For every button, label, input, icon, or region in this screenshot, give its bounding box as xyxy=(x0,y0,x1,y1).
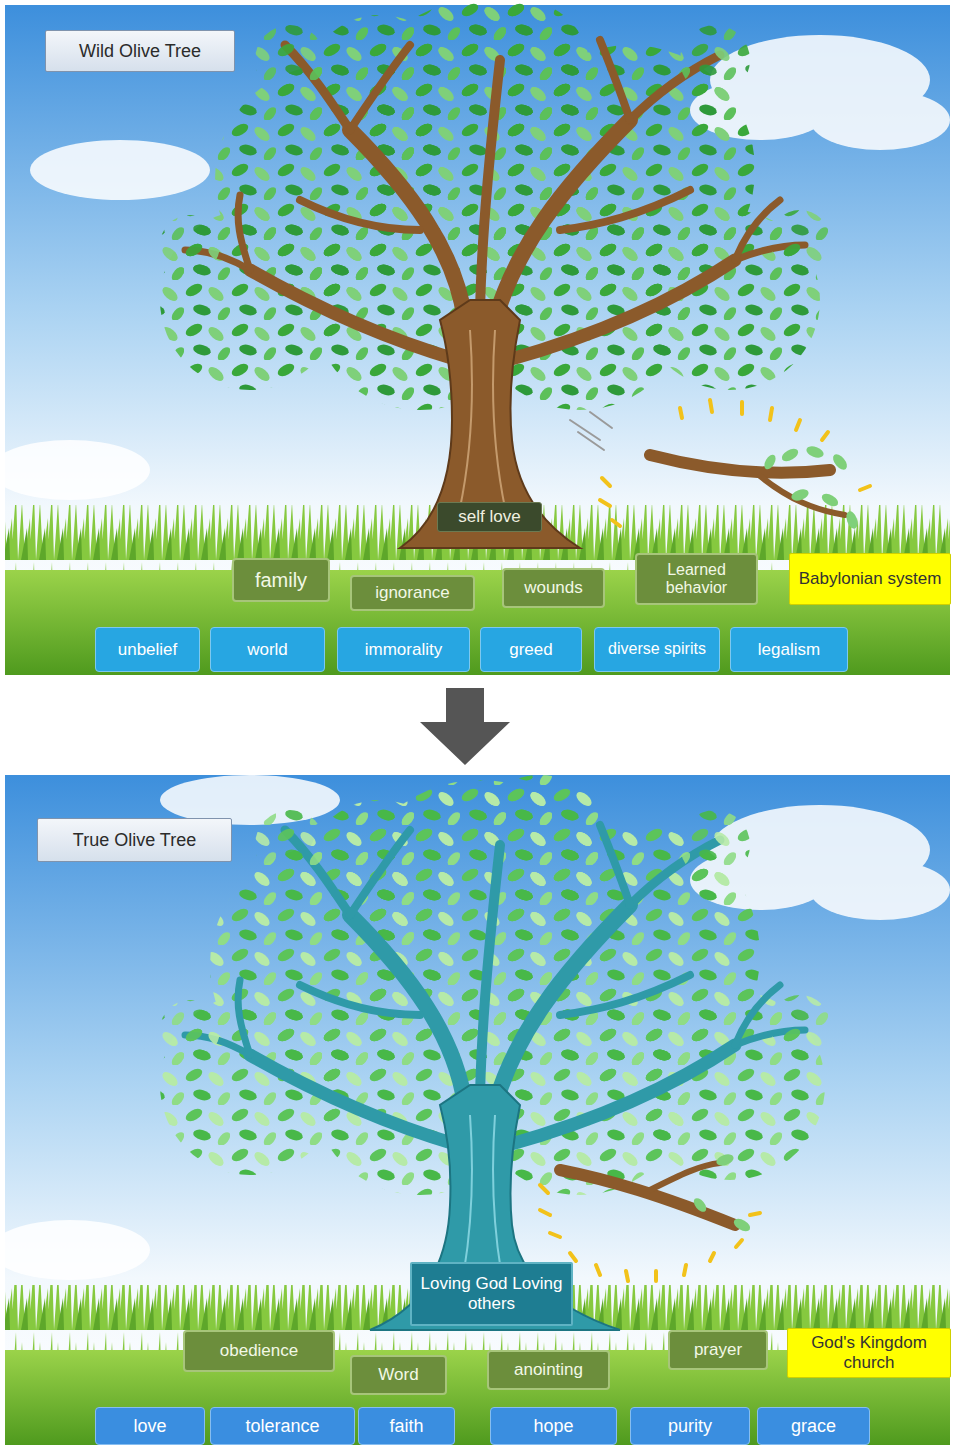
sky xyxy=(5,775,950,1445)
soil-box: diverse spirits xyxy=(594,627,720,672)
soil-box: hope xyxy=(490,1407,617,1445)
top-panel xyxy=(0,0,950,675)
trunk-box: Loving God Loving others xyxy=(410,1262,573,1326)
title-box: True Olive Tree xyxy=(37,818,232,862)
node-label: diverse spirits xyxy=(608,640,706,658)
node-label: hope xyxy=(533,1416,573,1437)
soil-box: tolerance xyxy=(210,1407,355,1445)
node-label: True Olive Tree xyxy=(73,830,196,851)
node-label: God's Kingdom church xyxy=(794,1333,944,1372)
node-label: ignorance xyxy=(375,583,450,603)
root-box: self love xyxy=(437,502,542,532)
node-label: Learned behavior xyxy=(643,561,750,598)
node-label: Wild Olive Tree xyxy=(79,41,201,62)
down-arrow xyxy=(420,688,510,765)
soil-box: legalism xyxy=(730,627,848,672)
node-label: purity xyxy=(668,1416,712,1437)
node-label: faith xyxy=(389,1416,423,1437)
root-box: family xyxy=(232,558,330,602)
node-label: Loving God Loving others xyxy=(418,1274,565,1313)
root-box: anointing xyxy=(487,1350,610,1390)
root-box: wounds xyxy=(502,568,605,608)
bottom-panel xyxy=(0,775,950,1445)
node-label: Word xyxy=(378,1365,418,1385)
node-label: obedience xyxy=(220,1341,298,1361)
root-box: prayer xyxy=(668,1330,768,1370)
node-label: Babylonian system xyxy=(799,569,942,589)
soil-box: love xyxy=(95,1407,205,1445)
node-label: self love xyxy=(458,507,520,527)
root-box: ignorance xyxy=(350,575,475,611)
node-label: tolerance xyxy=(245,1416,319,1437)
grass xyxy=(5,570,950,675)
root-box: obedience xyxy=(183,1330,335,1372)
soil-box: faith xyxy=(358,1407,455,1445)
node-label: anointing xyxy=(514,1360,583,1380)
node-label: love xyxy=(133,1416,166,1437)
system-box: God's Kingdom church xyxy=(787,1328,951,1378)
node-label: family xyxy=(255,569,307,592)
soil-box: purity xyxy=(630,1407,750,1445)
soil-box: greed xyxy=(480,627,582,672)
soil-box: immorality xyxy=(337,627,470,672)
node-label: legalism xyxy=(758,640,820,660)
soil-box: unbelief xyxy=(95,627,200,672)
node-label: prayer xyxy=(694,1340,742,1360)
node-label: grace xyxy=(791,1416,836,1437)
node-label: unbelief xyxy=(118,640,178,660)
true-olive-tree xyxy=(160,775,830,1330)
node-label: greed xyxy=(509,640,552,660)
root-box: Word xyxy=(350,1355,447,1395)
grafted-branch xyxy=(540,1152,760,1281)
soil-box: grace xyxy=(757,1407,870,1445)
broken-branch xyxy=(570,400,870,530)
system-box: Babylonian system xyxy=(789,553,951,605)
node-label: world xyxy=(247,640,288,660)
node-label: immorality xyxy=(365,640,442,660)
wild-olive-tree xyxy=(160,0,870,548)
root-box: Learned behavior xyxy=(635,553,758,605)
soil-box: world xyxy=(210,627,325,672)
title-box: Wild Olive Tree xyxy=(45,30,235,72)
node-label: wounds xyxy=(524,578,583,598)
